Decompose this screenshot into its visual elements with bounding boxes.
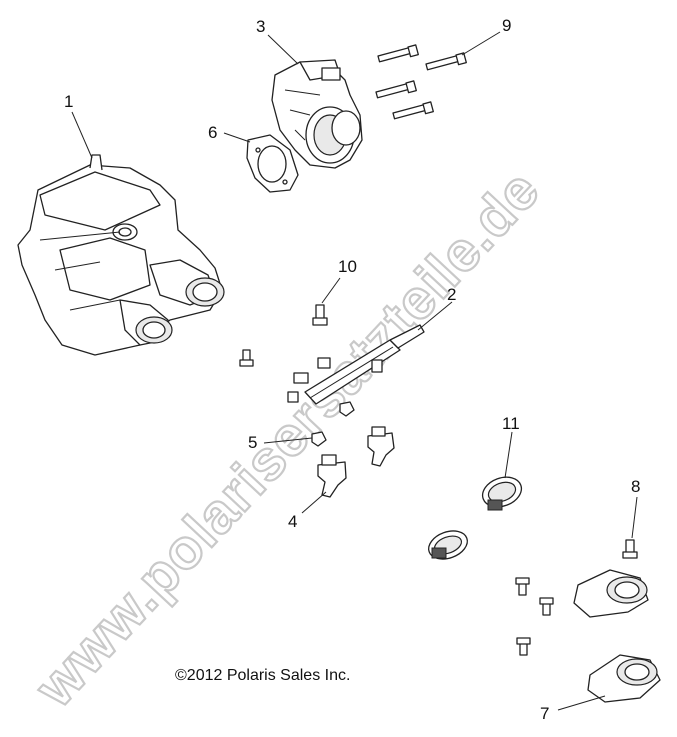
callout-1-label: 1 [64,92,73,111]
throttle-body-part [271,59,363,169]
callout-2-label: 2 [447,285,456,304]
callout-8-leader [631,496,638,539]
copyright-text: ©2012 Polaris Sales Inc. [175,667,350,684]
callout-5-leader [263,437,313,444]
callout-3-leader [267,34,299,65]
callout-9-leader [461,31,501,56]
intake-boots-part [573,569,661,703]
injectors-part [317,426,395,498]
callout-10-leader [321,277,341,304]
callout-11-label: 11 [502,414,520,433]
cylinder-head-part [17,154,225,356]
callout-6-label: 6 [208,123,217,142]
callout-9-label: 9 [502,16,511,35]
callout-4-leader [301,491,327,514]
callout-2-leader [417,301,453,331]
clips-part [311,401,355,447]
callout-7-label: 7 [540,704,549,723]
callout-8-label: 8 [631,477,640,496]
callout-5-label: 5 [248,433,257,452]
hose-clamps-part [428,476,523,560]
callout-7-leader [557,695,606,711]
bolts-10-part [239,304,328,367]
callout-1-leader [71,111,93,159]
callout-4-label: 4 [288,512,297,531]
fuel-rail-part [287,324,425,405]
bolts-8-part [515,539,638,656]
gasket-part [246,134,299,193]
callout-10-label: 10 [338,257,357,276]
bolts-9-part [375,44,467,120]
callout-3-label: 3 [256,17,265,36]
callout-11-leader [504,431,513,479]
callout-6-leader [223,132,251,143]
